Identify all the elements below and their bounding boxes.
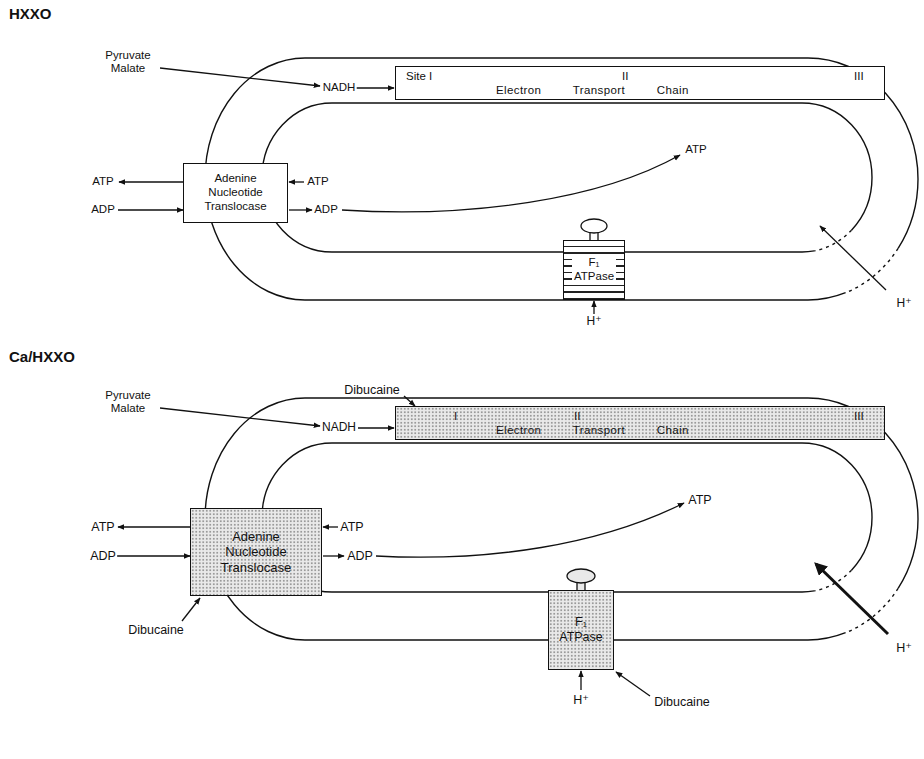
inner-membrane — [262, 103, 814, 252]
box-text: F₁ ATPase — [572, 255, 616, 285]
arrow — [117, 555, 190, 556]
box-text: I — [454, 410, 457, 423]
arrow — [119, 181, 183, 182]
outer-membrane — [305, 58, 918, 248]
inner-membrane-gap — [814, 230, 851, 251]
box-text: II — [574, 410, 580, 423]
metabolite-label: ADP — [90, 203, 116, 216]
substrate-label: Pyruvate Malate — [97, 49, 159, 75]
electron-transport-chain: Site IIIIIIElectron Transport Chain — [395, 66, 885, 100]
atpase-box: F₁ ATPase — [563, 240, 625, 300]
arrow — [616, 672, 650, 696]
box-text: F₁ ATPase — [557, 615, 605, 645]
metabolite-label: ATP — [687, 493, 712, 507]
arrow — [593, 301, 594, 314]
metabolite-label: ATP — [90, 520, 115, 534]
metabolite-label: ADP — [89, 549, 117, 563]
arrow — [356, 87, 394, 88]
box-text: Adenine Nucleotide Translocase — [211, 529, 301, 576]
metabolite-label: ATP — [91, 175, 115, 188]
arrow — [182, 598, 200, 621]
inner-membrane — [262, 443, 814, 592]
proton-label: H⁺ — [586, 315, 603, 329]
atpase-head — [581, 219, 607, 233]
box-text: Electron Transport Chain — [496, 84, 689, 97]
arrow — [580, 671, 581, 690]
proton-label: H⁺ — [895, 641, 913, 655]
box-text: Adenine Nucleotide Translocase — [196, 172, 275, 213]
arrow — [160, 68, 320, 86]
outer-membrane — [305, 398, 918, 588]
drug-label: Dibucaine — [127, 623, 185, 637]
box-text: III — [854, 70, 864, 83]
substrate-label: Pyruvate Malate — [97, 389, 159, 415]
metabolite-label: NADH — [321, 421, 357, 435]
panel-title: HXXO — [8, 5, 53, 22]
atpase-box: F₁ ATPase — [548, 590, 614, 670]
proton-label: H⁺ — [572, 693, 590, 707]
electron-transport-chain: IIIIIIElectron Transport Chain — [395, 406, 885, 440]
atpase-head — [567, 569, 595, 583]
metabolite-label: NADH — [322, 81, 357, 94]
arrow — [289, 209, 312, 210]
metabolite-label: ATP — [306, 175, 330, 188]
drug-label: Dibucaine — [343, 383, 401, 397]
drug-label: Dibucaine — [653, 695, 711, 709]
arrows — [117, 68, 888, 696]
arrow — [118, 209, 183, 210]
outer-membrane-gap — [846, 588, 899, 632]
panel-title: Ca/HXXO — [8, 348, 76, 365]
metabolite-label: ATP — [684, 143, 708, 156]
metabolite-label: ADP — [313, 203, 339, 216]
mitochondrion-top — [205, 58, 918, 300]
arrow — [820, 226, 886, 290]
translocase-box: Adenine Nucleotide Translocase — [190, 508, 322, 596]
translocase-box: Adenine Nucleotide Translocase — [183, 163, 288, 223]
box-text: III — [854, 410, 864, 423]
metabolite-label: ATP — [339, 520, 364, 534]
box-text: Electron Transport Chain — [496, 424, 689, 437]
arrow — [404, 396, 415, 406]
arrow-bold — [816, 564, 888, 634]
arrow — [358, 427, 394, 428]
arrow — [323, 526, 338, 527]
metabolite-label: ADP — [346, 549, 374, 563]
arrow — [342, 155, 680, 212]
inner-membrane — [332, 443, 872, 570]
arrow — [323, 555, 344, 556]
arrow — [160, 408, 320, 426]
arrow — [376, 503, 684, 557]
box-text: II — [622, 70, 628, 83]
arrow — [118, 526, 190, 527]
box-text: Site I — [406, 70, 432, 83]
inner-membrane — [332, 103, 872, 230]
outer-membrane-gap — [846, 248, 899, 292]
proton-label: H⁺ — [896, 297, 913, 311]
arrow — [289, 181, 304, 182]
